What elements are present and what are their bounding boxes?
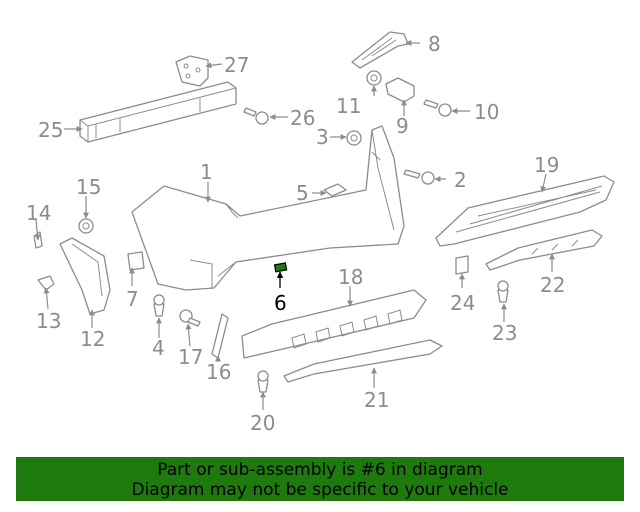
part-6-highlighted xyxy=(273,262,288,273)
part-11-clip xyxy=(366,70,382,86)
banner-line-1: Part or sub-assembly is #6 in diagram xyxy=(157,460,483,480)
callout-17: 17 xyxy=(178,345,203,369)
callout-labels: 1 2 3 4 5 6 7 8 9 10 11 12 13 14 15 16 1… xyxy=(26,32,565,435)
part-24-clip xyxy=(455,255,469,275)
callout-18: 18 xyxy=(338,265,363,289)
info-banner: Part or sub-assembly is #6 in diagram Di… xyxy=(16,457,624,501)
part-18-absorber xyxy=(241,289,427,359)
part-2-bolt xyxy=(403,169,435,185)
part-5-pad xyxy=(323,183,347,197)
callout-24: 24 xyxy=(450,291,475,315)
callout-3: 3 xyxy=(316,125,329,149)
callout-14: 14 xyxy=(26,201,51,225)
callout-16: 16 xyxy=(206,360,231,384)
part-20-clip xyxy=(257,370,269,393)
callout-22: 22 xyxy=(540,273,565,297)
callout-5: 5 xyxy=(296,181,309,205)
part-10-bolt xyxy=(423,99,452,117)
callout-9: 9 xyxy=(396,114,409,138)
part-8-bracket xyxy=(351,31,409,69)
banner-line-2: Diagram may not be specific to your vehi… xyxy=(131,480,509,500)
callout-13: 13 xyxy=(36,309,61,333)
callout-10: 10 xyxy=(474,100,499,124)
part-21-lower-garnish xyxy=(283,339,443,383)
part-25-reinforcement xyxy=(79,81,237,143)
callout-7: 7 xyxy=(126,287,139,311)
part-26-bolt xyxy=(243,107,269,125)
callout-21: 21 xyxy=(364,388,389,412)
callout-25: 25 xyxy=(38,118,63,142)
part-22-lower-spoiler xyxy=(485,229,603,271)
callout-6: 6 xyxy=(274,291,287,315)
part-27-bracket xyxy=(175,55,209,87)
callout-27: 27 xyxy=(224,53,249,77)
part-12-side-bracket xyxy=(59,237,111,315)
callout-19: 19 xyxy=(534,153,559,177)
part-9-retainer xyxy=(385,77,415,103)
part-1-bumper-cover xyxy=(131,125,405,291)
callout-12: 12 xyxy=(80,327,105,351)
part-19-spoiler xyxy=(435,175,615,247)
callout-20: 20 xyxy=(250,411,275,435)
part-15-nut xyxy=(78,218,94,234)
callout-11: 11 xyxy=(336,94,361,118)
callout-2: 2 xyxy=(454,168,467,192)
part-16-seal xyxy=(211,313,229,359)
leader-lines xyxy=(34,40,555,410)
part-23-clip xyxy=(497,280,509,303)
part-3-clip xyxy=(346,130,362,146)
part-4-clip xyxy=(153,294,165,317)
part-17-bolt xyxy=(179,309,201,327)
callout-26: 26 xyxy=(290,106,315,130)
part-7-clip xyxy=(127,251,145,271)
part-13-clip xyxy=(37,275,55,291)
callout-15: 15 xyxy=(76,175,101,199)
callout-8: 8 xyxy=(428,32,441,56)
parts-diagram: 1 2 3 4 5 6 7 8 9 10 11 12 13 14 15 16 1… xyxy=(26,31,615,435)
callout-23: 23 xyxy=(492,321,517,345)
callout-1: 1 xyxy=(200,160,213,184)
callout-4: 4 xyxy=(152,336,165,360)
